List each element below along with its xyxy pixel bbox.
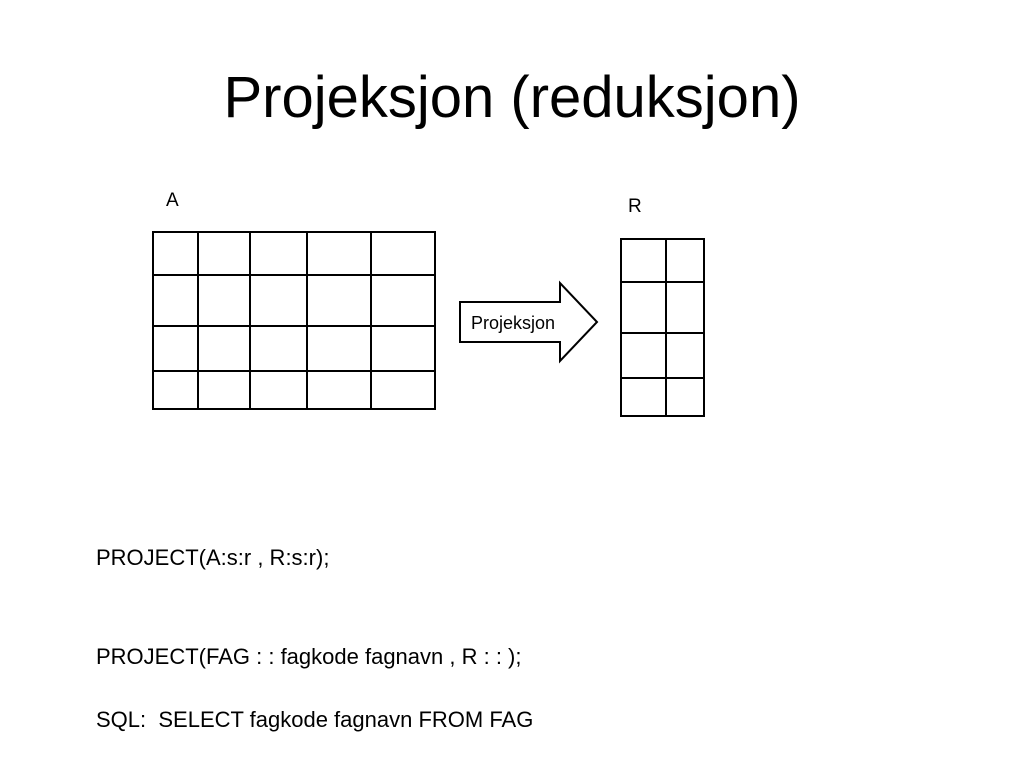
table-a-border <box>152 231 436 410</box>
sql-statement: SQL: SELECT fagkode fagnavn FROM FAG <box>96 707 534 732</box>
slide-title: Projeksjon (reduksjon) <box>223 65 801 130</box>
table-a-label: A <box>166 190 179 211</box>
project-statement-fag: PROJECT(FAG : : fagkode fagnavn , R : : … <box>96 644 522 669</box>
table-r-label: R <box>628 196 642 217</box>
project-statement-abstract: PROJECT(A:s:r , R:s:r); <box>96 545 330 570</box>
table-r-grid <box>620 238 705 417</box>
table-r-border <box>620 238 705 417</box>
arrow-label: Projeksjon <box>471 313 555 333</box>
projection-arrow-icon <box>459 280 599 364</box>
table-a-grid <box>152 231 436 410</box>
